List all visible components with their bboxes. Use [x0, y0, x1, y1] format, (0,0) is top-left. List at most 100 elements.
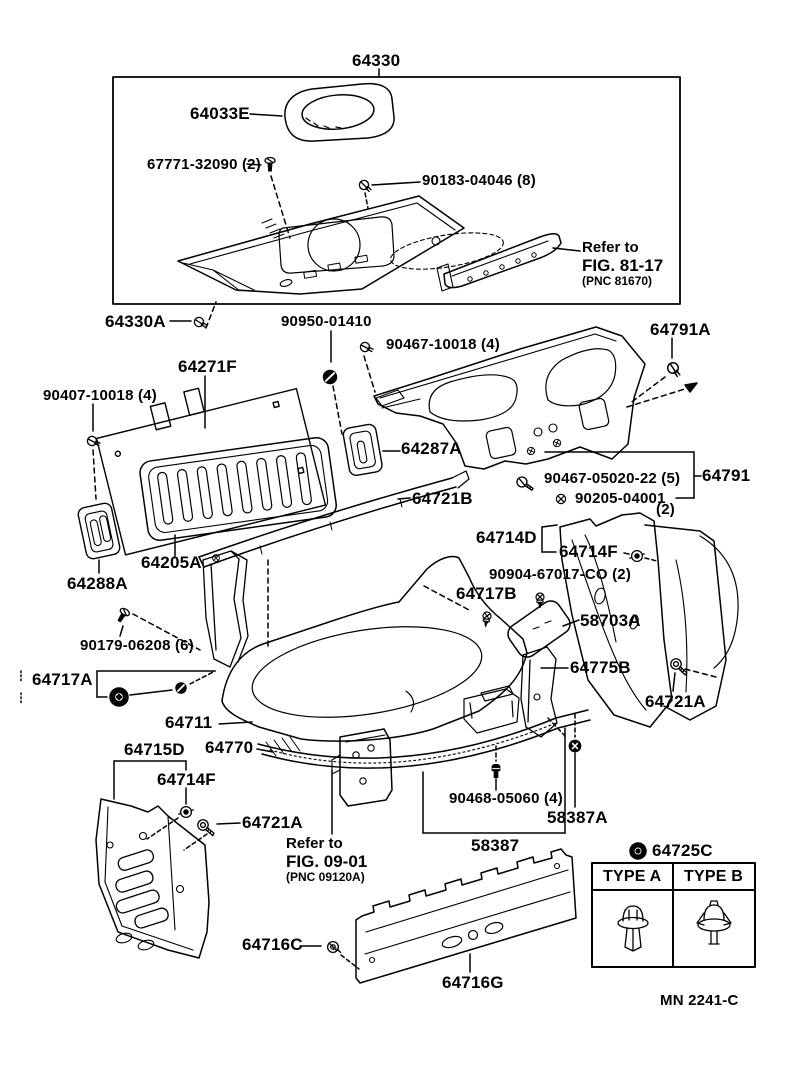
package-tray-assembly-box: [112, 68, 681, 305]
valance-band-64770: [256, 709, 591, 835]
callout-64775B: 64775B: [570, 658, 631, 677]
clip-icon: [665, 360, 683, 378]
callout-64714D: 64714D: [476, 528, 537, 547]
callout-64271F: 64271F: [178, 357, 237, 376]
clip-icon: [175, 682, 187, 694]
callout-64717A: 64717A: [32, 670, 93, 689]
callout-64770: 64770: [205, 738, 254, 757]
leader-64714D: [541, 524, 658, 563]
package-tray-part: [177, 195, 504, 295]
grommets-64717A: [20, 670, 216, 707]
callout-64717B: 64717B: [456, 584, 517, 603]
screw-icon: [326, 940, 342, 954]
callout-64205A: 64205A: [141, 553, 202, 572]
screw-90179: [114, 606, 201, 651]
screw-64716C: [299, 940, 360, 970]
type-b-clip-drawing: [696, 900, 732, 945]
screw-icon: [551, 437, 563, 449]
screw-icon: [264, 156, 276, 172]
grommet-90950: [322, 330, 343, 435]
bolt-64721A-right: [667, 656, 717, 692]
clip-icon: [192, 315, 208, 330]
figure-code: MN 2241-C: [660, 992, 739, 1009]
ref-line: Refer to: [582, 239, 639, 256]
callout-90407-10018: 90407-10018 (4): [43, 387, 157, 404]
callout-qty-2: (2): [656, 501, 675, 518]
ref-line: Refer to: [286, 835, 343, 852]
callout-64330A: 64330A: [105, 312, 166, 331]
callout-64715D: 64715D: [124, 740, 185, 759]
callout-64716C: 64716C: [242, 935, 303, 954]
bracket-64287A: [342, 423, 401, 476]
ref-line: FIG. 09-01: [286, 851, 368, 871]
legend-table: [591, 842, 756, 968]
type-a-clip-drawing: [617, 905, 649, 952]
callout-64791: 64791: [702, 466, 751, 485]
grommet-icon: [322, 369, 338, 385]
bolt-90468: [491, 745, 501, 791]
callout-64721A-left: 64721A: [242, 813, 303, 832]
side-trim-64715D: [95, 798, 210, 959]
clip-icon: [358, 179, 372, 193]
assembly-direction-arrow: [626, 382, 698, 408]
callout-64711: 64711: [165, 713, 213, 732]
callout-64725C: 64725C: [652, 841, 713, 860]
legend-type-a-header: TYPE A: [603, 868, 662, 885]
callout-64721A-right: 64721A: [645, 692, 706, 711]
clip-64791A: [628, 337, 683, 405]
screw-icon: [114, 606, 132, 625]
screws-90904-64717B: [423, 585, 545, 628]
high-mount-lamp-part: [436, 233, 581, 292]
grommet-icon: [177, 805, 195, 819]
reference-fig-09-01: Refer to FIG. 09-01 (PNC 09120A): [286, 835, 368, 884]
callout-67771-32090: 67771-32090 (2): [147, 156, 261, 173]
legend-type-b-header: TYPE B: [684, 868, 743, 885]
bolt-icon: [195, 817, 218, 837]
fasteners-64791-bracket: [515, 451, 702, 505]
clip-64330A: [169, 301, 217, 330]
callout-64288A: 64288A: [67, 574, 128, 593]
grommet-ring-icon: [629, 842, 647, 860]
callout-90183-04046: 90183-04046 (8): [422, 172, 536, 189]
callout-90468-05060: 90468-05060 (4): [449, 790, 563, 807]
callout-64033E: 64033E: [190, 104, 250, 123]
bolt-icon: [491, 763, 501, 779]
callout-90904-67017: 90904-67017-CO (2): [489, 566, 632, 583]
screw-icon: [515, 475, 535, 492]
speaker-grille-64033E: [249, 82, 395, 142]
screw-icon: [525, 445, 537, 457]
nut-icon: [568, 739, 582, 753]
callout-58703A: 58703A: [580, 611, 641, 630]
callout-64716G: 64716G: [442, 973, 504, 992]
screw-icon: [535, 592, 545, 609]
bracket-58387: [331, 727, 566, 834]
callout-90179-06208: 90179-06208 (6): [80, 637, 194, 654]
reference-fig-81-17: Refer to FIG. 81-17 (PNC 81670): [582, 239, 664, 289]
clip-icon: [358, 339, 375, 356]
callout-58387: 58387: [471, 836, 520, 855]
shelf-panel-64271F: [95, 375, 327, 556]
grommet-icon: [109, 687, 129, 707]
grommet-icon: [628, 549, 646, 563]
ref-line: (PNC 81670): [582, 274, 653, 289]
callout-58387A: 58387A: [547, 808, 608, 827]
callout-64330: 64330: [352, 51, 401, 70]
callout-64721B: 64721B: [412, 489, 473, 508]
screw-icon: [480, 610, 493, 628]
callout-90950-01410: 90950-01410: [281, 313, 372, 330]
callout-90205-04001: 90205-04001: [575, 490, 666, 507]
screw-67771: [246, 156, 291, 239]
clip-90467-10018: [358, 339, 376, 393]
nut-58387A: [547, 713, 582, 808]
callout-90467-05020: 90467-05020-22 (5): [544, 470, 681, 487]
callout-64287A: 64287A: [401, 439, 462, 458]
vent-grille-64205A: [139, 436, 337, 649]
callout-90467-10018: 90467-10018 (4): [386, 336, 500, 353]
callout-64714F-left: 64714F: [157, 770, 216, 789]
rear-body-panel: [373, 326, 646, 470]
ref-line: FIG. 81-17: [582, 255, 664, 275]
washer-icon: [555, 493, 567, 505]
clip-90183: [358, 179, 421, 209]
